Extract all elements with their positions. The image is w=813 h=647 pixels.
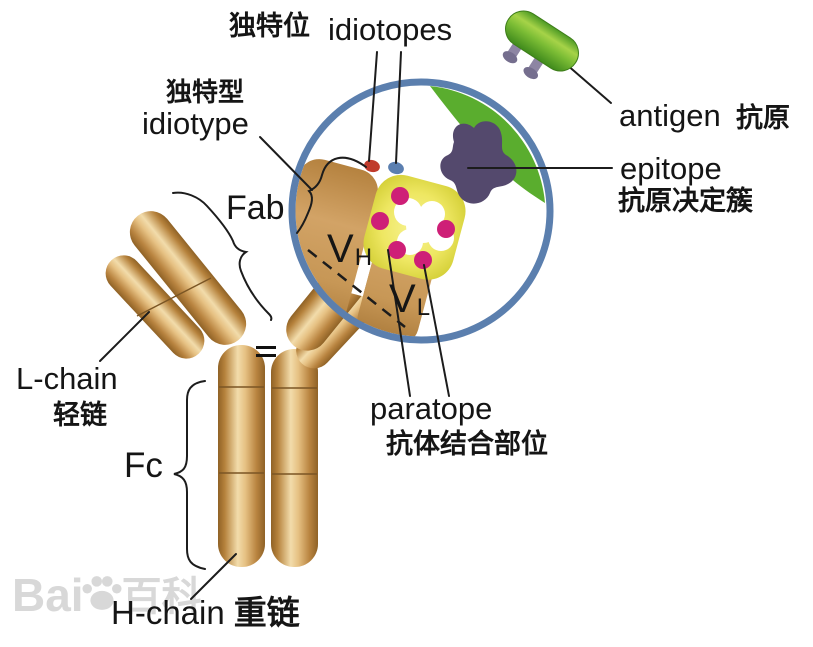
fab-label: Fab <box>226 189 285 227</box>
idiotopes-leader-lines <box>368 51 402 164</box>
idiotope-dot-blue <box>388 161 404 175</box>
watermark-text-right: 百科 <box>121 575 202 619</box>
magnifier-circle-ring <box>288 78 554 344</box>
h-chain-label-cn: 重链 <box>233 594 300 631</box>
idiotype-label-cn: 独特型 <box>166 77 245 107</box>
paratope-label-en: paratope <box>370 391 493 426</box>
l-chain-leader-line <box>99 311 150 362</box>
antigen-body <box>505 10 579 72</box>
disulfide-bonds <box>256 346 276 357</box>
vl-domain-label: VL <box>389 277 431 321</box>
idiotope-dot-red <box>364 159 380 173</box>
fc-label: Fc <box>124 446 163 485</box>
domain-seam-lines <box>219 386 317 475</box>
variable-region-dashed-line <box>307 249 406 328</box>
idiotopes-label-en: idiotopes <box>328 12 453 47</box>
heavy-chain-stem-right <box>271 349 318 567</box>
baidu-paw-icon <box>82 576 122 610</box>
epitope-blob <box>440 121 517 204</box>
vh-subscript: H <box>354 244 373 271</box>
fc-brace <box>173 380 206 570</box>
antigen-capsule <box>502 10 579 80</box>
vl-subscript: L <box>416 294 431 321</box>
left-arm-seam-line <box>136 277 212 317</box>
antigen-label-en: antigen <box>619 98 721 133</box>
magnified-fab-view <box>295 86 545 337</box>
paratope-leader-lines <box>387 249 450 397</box>
vl-letter: V <box>389 277 416 321</box>
left-arm-heavy-chain <box>129 211 247 345</box>
fab-brace <box>172 191 273 321</box>
h-chain-leader-line <box>190 553 237 600</box>
epitope-label-cn: 抗原决定簇 <box>618 186 753 216</box>
vh-letter: V <box>327 227 354 271</box>
baidu-watermark: Bai 百科 <box>12 572 202 618</box>
h-chain-label-en: H-chain <box>111 594 225 631</box>
watermark-text-left: Bai <box>12 569 84 621</box>
antigen-leader-line <box>565 63 612 104</box>
antigen-label-cn: 抗原 <box>736 103 790 133</box>
heavy-chain-stem-left <box>218 345 265 567</box>
l-chain-label-cn: 轻链 <box>53 400 107 430</box>
idiotopes-label-cn: 独特位 <box>229 11 310 41</box>
epitope-label-en: epitope <box>620 151 722 186</box>
vh-domain-block <box>295 159 378 331</box>
idiotype-leader-line <box>259 136 313 191</box>
vh-domain-label: VH <box>327 227 373 271</box>
idiotope-dots <box>371 187 455 269</box>
idiotype-label-en: idiotype <box>142 106 249 141</box>
l-chain-label-en: L-chain <box>16 361 118 396</box>
paratope-label-cn: 抗体结合部位 <box>386 429 548 459</box>
idiotype-brace <box>296 156 367 234</box>
